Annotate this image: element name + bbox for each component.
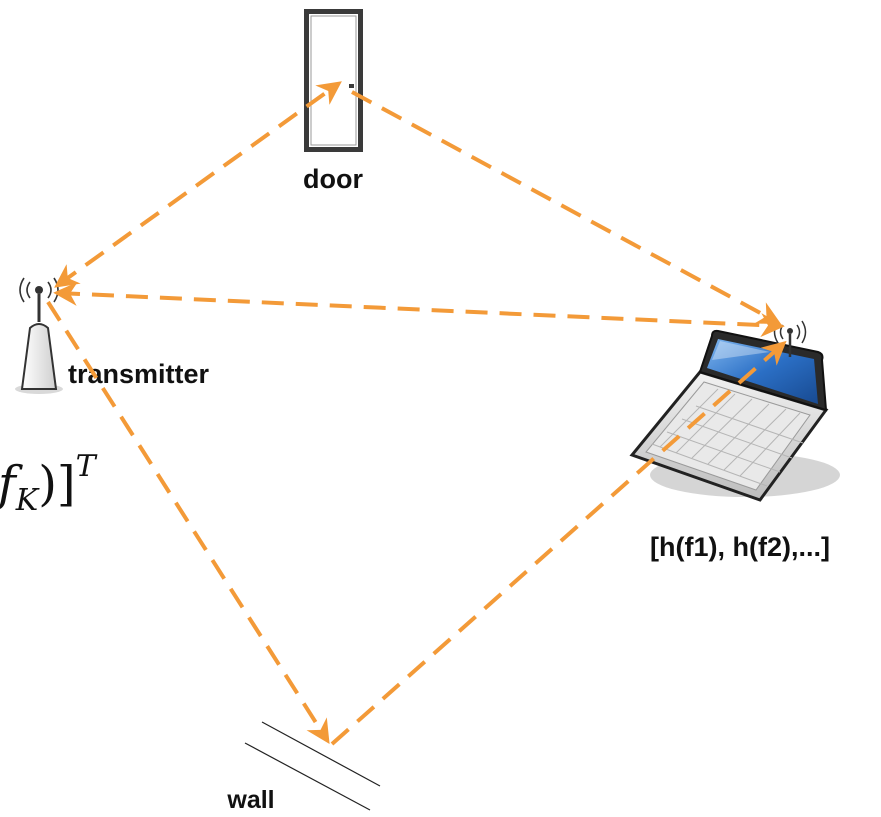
path-transmitter-laptop — [53, 281, 785, 338]
svg-text:fK)]T: fK)]T — [0, 449, 98, 518]
wall-icon — [244, 721, 381, 811]
formula-superscript: T — [76, 449, 98, 484]
signal-paths — [46, 81, 787, 746]
wall-label: wall — [226, 786, 274, 814]
formula: fK)]T — [0, 449, 98, 518]
laptop-icon — [629, 328, 840, 502]
formula-closing: )] — [38, 456, 75, 512]
path-transmitter-door — [54, 81, 342, 288]
antenna-icon — [15, 286, 63, 394]
door-icon — [304, 9, 363, 152]
door-label: door — [303, 164, 363, 194]
laptop-label: [h(f1), h(f2),...] — [650, 532, 830, 562]
path-door-laptop — [351, 90, 782, 325]
path-transmitter-wall — [46, 300, 330, 745]
formula-subscript: K — [15, 483, 40, 518]
